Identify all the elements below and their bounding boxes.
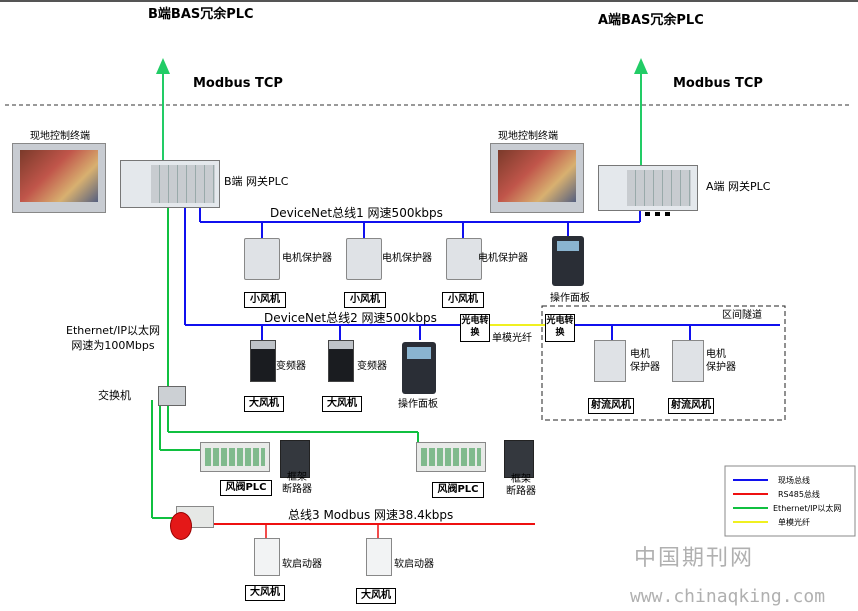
legend-box — [724, 465, 856, 537]
motor-protector-icon — [346, 238, 382, 280]
motor-protector-label-1: 电机保护器 — [282, 253, 332, 264]
watermark-cn: 中国期刊网 — [634, 546, 755, 571]
a-gateway-plc-label: A端 网关PLC — [706, 180, 771, 193]
watermark-url: www.chinaqking.com — [630, 586, 826, 607]
modbus-tcp-left: Modbus TCP — [193, 76, 283, 91]
network-switch-icon — [158, 386, 186, 406]
breaker-label-1: 框架 断路器 — [282, 472, 312, 495]
operation-panel-label-2: 操作面板 — [398, 399, 438, 410]
damper-plc-1: 风阀PLC — [220, 480, 272, 496]
single-mode-fiber-label: 单模光纤 — [492, 333, 532, 344]
tunnel-boundary — [541, 305, 786, 421]
breaker-icon — [280, 440, 310, 478]
jet-fan-1: 射流风机 — [588, 398, 634, 414]
legend-fieldbus: 现场总线 — [778, 476, 810, 485]
small-fan-3: 小风机 — [442, 292, 484, 308]
motor-protector-icon — [244, 238, 280, 280]
a-bas-title: A端BAS冗余PLC — [598, 13, 704, 28]
large-fan-3: 大风机 — [245, 585, 285, 601]
legend-ethernet: Ethernet/IP以太网 — [773, 504, 842, 513]
motor-protector-label-4: 电机 保护器 — [630, 349, 660, 373]
motor-protector-label-5: 电机 保护器 — [706, 349, 736, 373]
motor-protector-label-2: 电机保护器 — [382, 253, 432, 264]
tunnel-label: 区间隧道 — [722, 310, 762, 321]
optical-converter-left: 光电转换 — [460, 314, 490, 342]
plc-rack-a-icon — [598, 165, 698, 211]
b-bas-title: B端BAS冗余PLC — [148, 7, 254, 22]
soft-starter-icon — [366, 538, 392, 576]
breaker-label-2: 框架 断路器 — [506, 474, 536, 497]
jet-fan-2: 射流风机 — [668, 398, 714, 414]
operation-panel-label-1: 操作面板 — [550, 293, 590, 304]
motor-protector-icon — [446, 238, 482, 280]
devicenet1-label: DeviceNet总线1 网速500kbps — [270, 206, 443, 220]
vfd-icon — [328, 340, 354, 382]
motor-protector-label-3: 电机保护器 — [478, 253, 528, 264]
operation-panel-icon — [552, 236, 584, 286]
small-fan-1: 小风机 — [244, 292, 286, 308]
soft-starter-label-1: 软启动器 — [282, 559, 322, 570]
soft-starter-label-2: 软启动器 — [394, 559, 434, 570]
operation-panel-icon — [402, 342, 436, 394]
hmi-terminal-right-icon — [490, 143, 584, 213]
switch-label: 交换机 — [98, 389, 131, 402]
vfd-icon — [250, 340, 276, 382]
legend-fiber: 单模光纤 — [778, 518, 810, 527]
soft-starter-icon — [254, 538, 280, 576]
large-fan-1: 大风机 — [244, 396, 284, 412]
ellipsis-dots-icon — [645, 212, 673, 216]
ethernet-label: Ethernet/IP以太网 网速为100Mbps — [66, 324, 160, 352]
motor-protector-icon — [672, 340, 704, 382]
plc-rack-b-icon — [120, 160, 220, 208]
large-fan-4: 大风机 — [356, 588, 396, 604]
legend-rs485: RS485总线 — [778, 490, 820, 499]
rs485-node-marker-icon — [170, 512, 192, 540]
damper-plc-icon — [200, 442, 270, 472]
damper-plc-icon — [416, 442, 486, 472]
large-fan-2: 大风机 — [322, 396, 362, 412]
terminal-left-label: 现地控制终端 — [30, 131, 90, 142]
modbus-arrow-right — [634, 58, 648, 165]
b-gateway-plc-label: B端 网关PLC — [224, 175, 289, 188]
terminal-right-label: 现地控制终端 — [498, 131, 558, 142]
vfd-label-1: 变频器 — [276, 361, 306, 372]
modbus-tcp-right: Modbus TCP — [673, 76, 763, 91]
optical-converter-right: 光电转换 — [545, 314, 575, 342]
modbus-arrow-left — [156, 58, 170, 160]
bus3-label: 总线3 Modbus 网速38.4kbps — [288, 508, 454, 522]
small-fan-2: 小风机 — [344, 292, 386, 308]
motor-protector-icon — [594, 340, 626, 382]
damper-plc-2: 风阀PLC — [432, 482, 484, 498]
devicenet2-label: DeviceNet总线2 网速500kbps — [264, 311, 437, 325]
vfd-label-2: 变频器 — [357, 361, 387, 372]
hmi-terminal-left-icon — [12, 143, 106, 213]
breaker-icon — [504, 440, 534, 478]
